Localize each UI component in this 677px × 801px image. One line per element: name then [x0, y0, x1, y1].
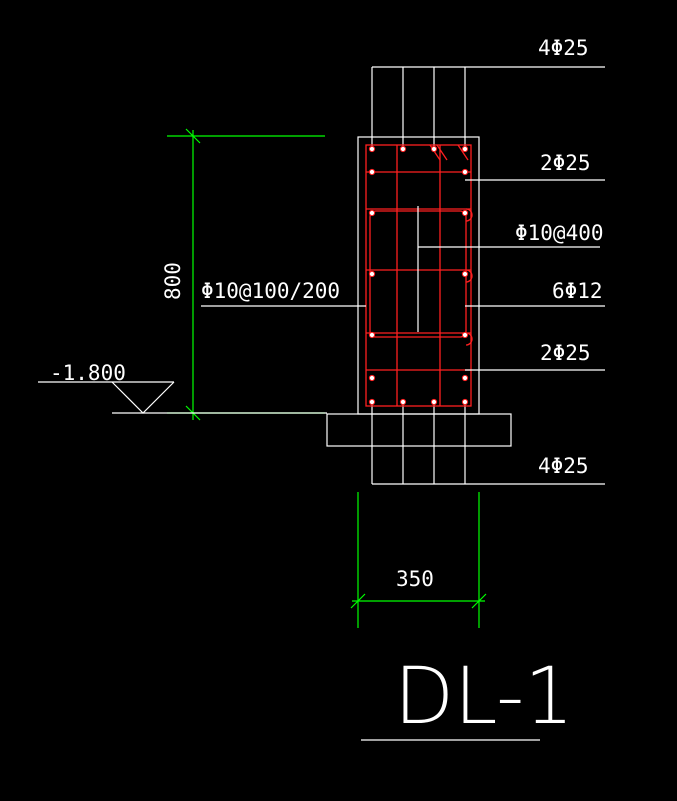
height-dim-value: 800	[161, 262, 185, 300]
leader-lines	[201, 179, 605, 371]
stirrup-cage	[365, 144, 473, 407]
label-bottom-bars: 4Φ25	[538, 454, 589, 478]
tie-bar-lines	[417, 206, 600, 332]
height-dimension	[167, 128, 325, 421]
label-tie-bars: Φ10@400	[515, 221, 604, 245]
width-dim-value: 350	[396, 567, 434, 591]
label-bottom-second-row: 2Φ25	[540, 341, 591, 365]
label-top-second-row: 2Φ25	[540, 151, 591, 175]
top-bar-projection	[371, 66, 605, 146]
drawing-title: DL-1	[394, 652, 574, 742]
rebar-dots	[368, 145, 469, 406]
elevation-value: -1.800	[50, 361, 126, 385]
width-dimension	[350, 492, 487, 628]
elevation-marker	[38, 381, 327, 414]
label-waist-bars: 6Φ12	[552, 279, 603, 303]
label-top-bars: 4Φ25	[538, 36, 589, 60]
label-stirrups: Φ10@100/200	[201, 279, 340, 303]
bedding-layer	[326, 413, 512, 447]
bottom-bar-projection	[371, 403, 605, 485]
